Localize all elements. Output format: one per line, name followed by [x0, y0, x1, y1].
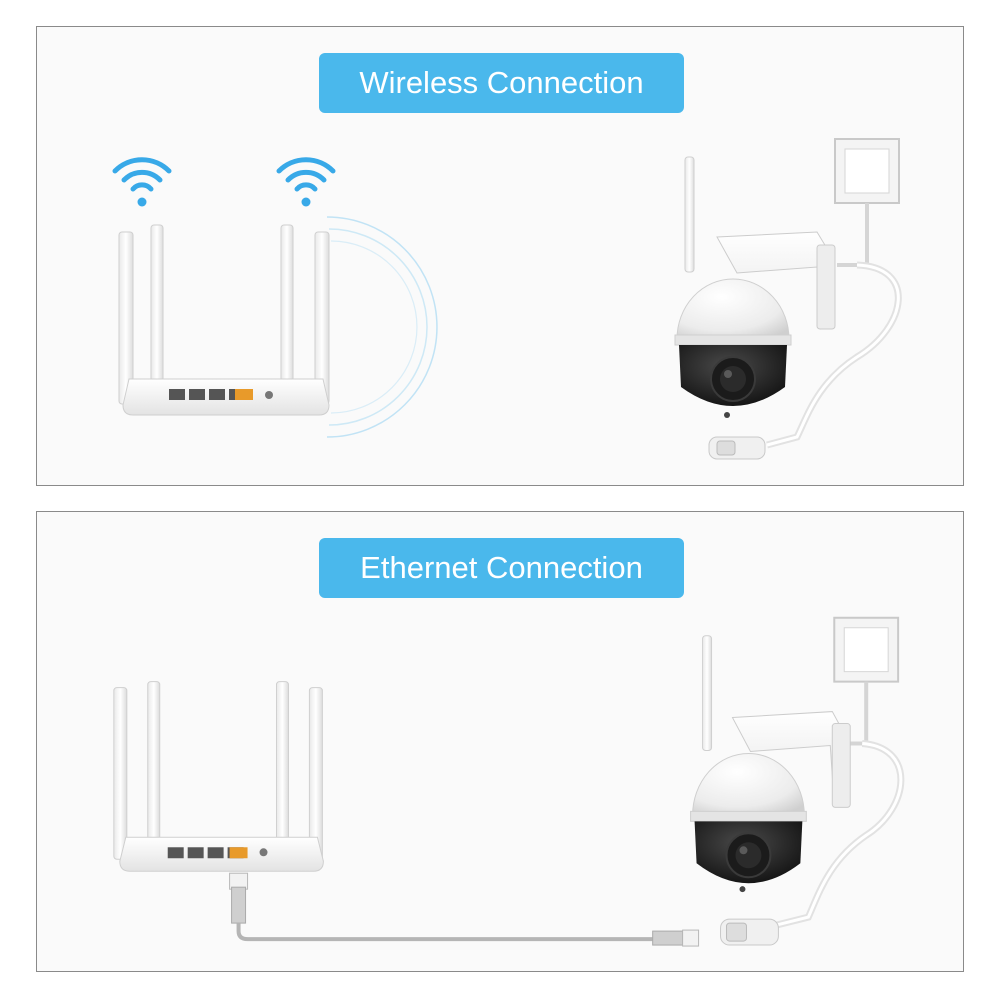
- wifi-icon: [276, 157, 336, 207]
- wireless-title-banner: Wireless Connection: [319, 53, 684, 113]
- wifi-icon: [112, 157, 172, 207]
- wireless-connection-panel: Wireless Connection: [36, 26, 964, 486]
- signal-waves: [326, 216, 438, 438]
- router: [118, 224, 330, 416]
- router: [113, 681, 324, 872]
- wall-socket: [833, 616, 900, 746]
- ptz-camera: [674, 156, 902, 460]
- ethernet-cable: [229, 872, 700, 947]
- ethernet-connection-panel: Ethernet Connection: [36, 511, 964, 972]
- wireless-diagram: [112, 138, 902, 460]
- ethernet-diagram: [113, 616, 905, 947]
- ptz-camera: [690, 635, 905, 946]
- wall-socket: [834, 138, 900, 267]
- ethernet-title-banner: Ethernet Connection: [319, 538, 684, 598]
